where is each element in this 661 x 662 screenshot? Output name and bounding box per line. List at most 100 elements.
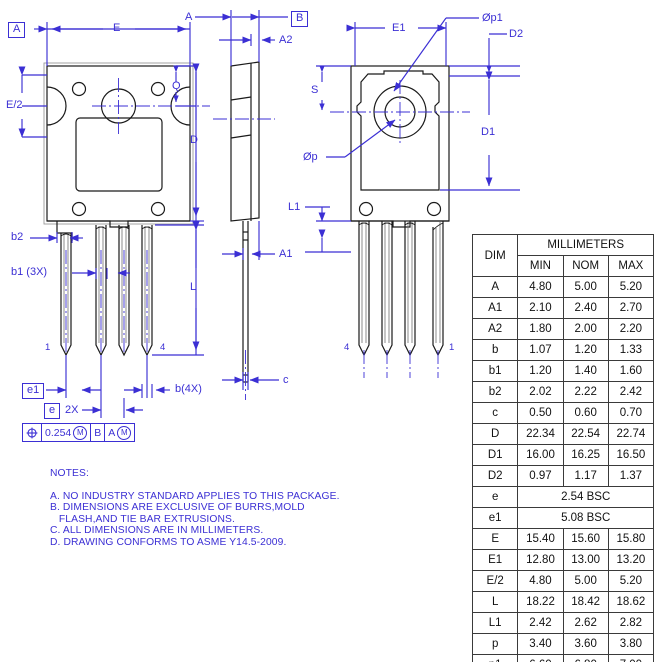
cell-nom: 6.80 <box>562 654 609 662</box>
rear-view-dimensions <box>305 17 520 253</box>
cell-span-value: 2.54 BSC <box>517 486 654 508</box>
cell-min: 3.40 <box>517 633 564 655</box>
dim-label-e1: e1 <box>22 383 45 399</box>
cell-nom: 2.40 <box>562 297 609 319</box>
cell-nom: 22.54 <box>562 423 609 445</box>
cell-min: 0.50 <box>517 402 564 424</box>
cell-dim: b <box>471 339 519 361</box>
cell-max: 3.80 <box>607 633 655 655</box>
table-header-dim: DIM <box>471 234 519 277</box>
cell-max: 1.33 <box>607 339 655 361</box>
cell-min: 1.07 <box>517 339 564 361</box>
datum-a-front: A <box>8 22 26 38</box>
dim-label-E: E <box>113 22 121 34</box>
cell-min: 0.97 <box>517 465 564 487</box>
cell-dim: L1 <box>471 612 519 634</box>
table-header-row-2: MIN NOM MAX <box>473 255 655 277</box>
cell-dim: A <box>471 276 519 298</box>
cell-max: 2.70 <box>607 297 655 319</box>
cell-nom: 2.00 <box>562 318 609 340</box>
mmc-modifier-icon-2: M <box>117 425 132 440</box>
cell-min: 12.80 <box>517 549 564 571</box>
side-view-dimensions <box>195 10 288 390</box>
datum-secondary-text: A <box>108 426 116 439</box>
dim-label-e: e <box>44 403 61 419</box>
notes-title: NOTES: <box>50 468 89 479</box>
table-header-nom: NOM <box>562 255 609 277</box>
dim-label-E-half: E/2 <box>6 99 23 111</box>
pin-number-4-front: 4 <box>160 342 166 353</box>
dim-label-b1-3x: b1 (3X) <box>11 266 48 278</box>
dim-label-D: D <box>190 134 198 146</box>
cell-max: 16.50 <box>607 444 655 466</box>
dim-label-A-side: A <box>185 11 193 23</box>
cell-nom: 18.42 <box>562 591 609 613</box>
datum-ref-secondary: A M <box>104 424 134 441</box>
note-line: B. DIMENSIONS ARE EXCLUSIVE OF BURRS,MOL… <box>50 502 305 514</box>
dim-label-b2: b2 <box>11 231 24 243</box>
cell-dim: E/2 <box>471 570 519 592</box>
cell-span-value: 5.08 BSC <box>517 507 654 529</box>
note-line: A. NO INDUSTRY STANDARD APPLIES TO THIS … <box>50 490 340 502</box>
note-line: D. DRAWING CONFORMS TO ASME Y14.5-2009. <box>50 536 287 548</box>
front-view-centerlines <box>65 78 210 352</box>
cell-dim: E <box>471 528 519 550</box>
table-header-units: MILLIMETERS <box>517 234 654 256</box>
cell-dim: b1 <box>471 360 519 382</box>
cell-max: 7.00 <box>607 654 655 662</box>
cell-min: 4.80 <box>517 276 564 298</box>
cell-min: 15.40 <box>517 528 564 550</box>
table-row: p16.606.807.00 <box>471 654 655 662</box>
cell-nom: 1.40 <box>562 360 609 382</box>
cell-min: 1.20 <box>517 360 564 382</box>
position-symbol <box>23 424 41 441</box>
dim-label-b-4x: b(4X) <box>175 383 202 395</box>
cell-min: 2.10 <box>517 297 564 319</box>
cell-dim: e1 <box>471 507 519 529</box>
cell-dim: p <box>471 633 519 655</box>
dim-label-S: S <box>311 84 319 96</box>
cell-min: 22.34 <box>517 423 564 445</box>
dim-label-L: L <box>190 281 197 293</box>
cell-nom: 3.60 <box>562 633 609 655</box>
pin-number-1-rear: 1 <box>449 342 455 353</box>
cell-dim: D2 <box>471 465 519 487</box>
cell-nom: 5.00 <box>562 570 609 592</box>
rear-view-centerlines <box>330 80 470 378</box>
cell-min: 1.80 <box>517 318 564 340</box>
tolerance-text: 0.254 <box>45 426 72 439</box>
front-view-body <box>43 62 194 357</box>
cell-max: 1.37 <box>607 465 655 487</box>
cell-nom: 15.60 <box>562 528 609 550</box>
cell-max: 13.20 <box>607 549 655 571</box>
cell-max: 2.82 <box>607 612 655 634</box>
cell-dim: e <box>471 486 519 508</box>
note-line: FLASH,AND TIE BAR EXTRUSIONS. <box>50 513 235 525</box>
cell-max: 2.42 <box>607 381 655 403</box>
table-header-row-1: DIM MILLIMETERS <box>471 234 654 277</box>
cell-dim: D <box>471 423 519 445</box>
datum-b-side: B <box>291 11 309 27</box>
cell-min: 4.80 <box>517 570 564 592</box>
cell-nom: 1.20 <box>562 339 609 361</box>
dim-label-D2: D2 <box>509 28 524 40</box>
cell-max: 15.80 <box>607 528 655 550</box>
cell-nom: 2.62 <box>562 612 609 634</box>
dim-label-E1: E1 <box>392 22 406 34</box>
cell-nom: 16.25 <box>562 444 609 466</box>
dim-label-L1: L1 <box>288 201 301 213</box>
